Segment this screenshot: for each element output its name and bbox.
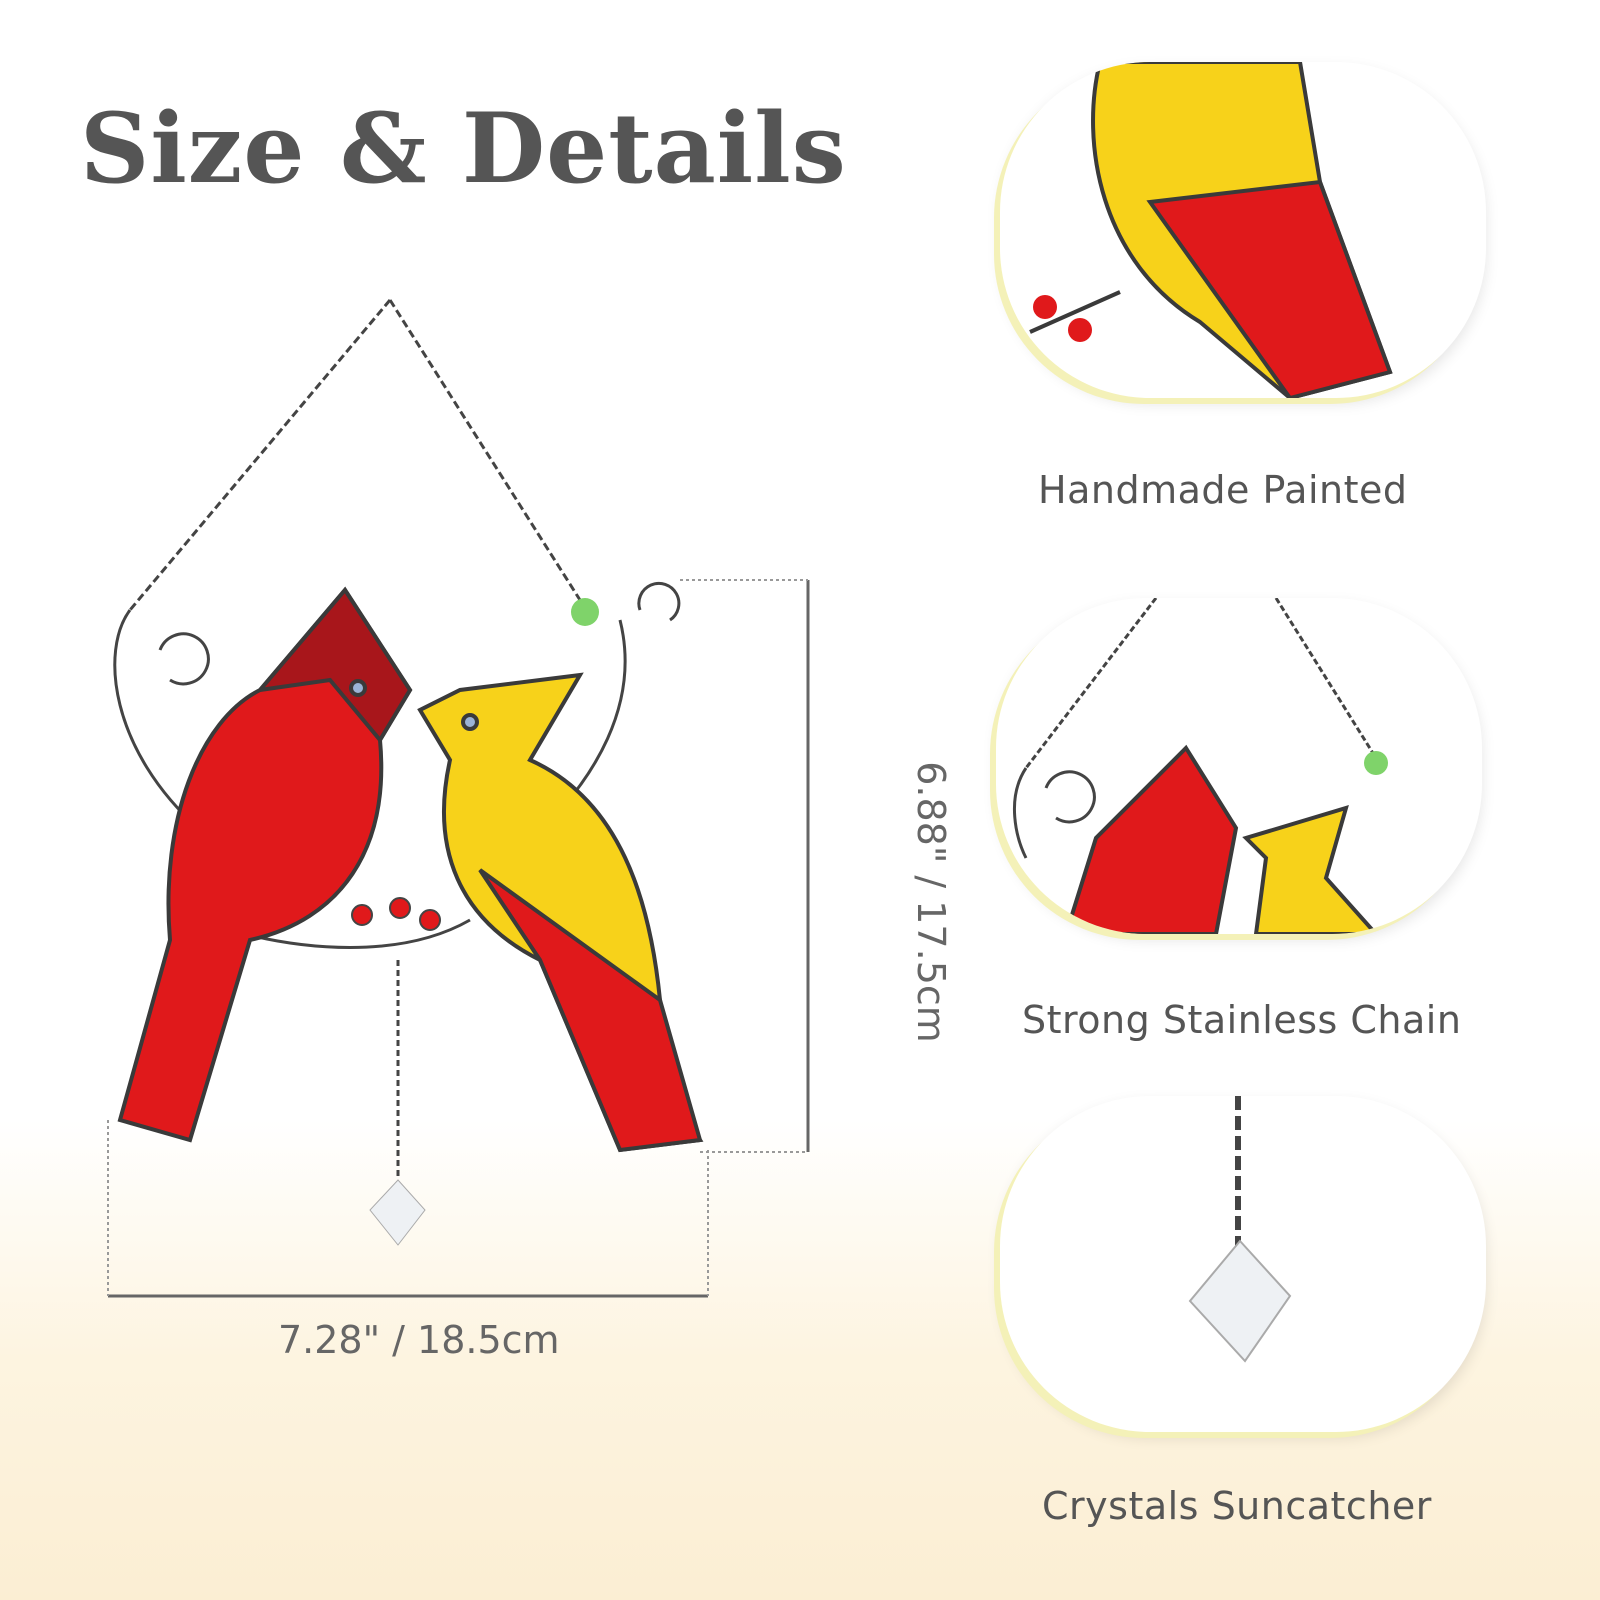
red-cardinal-icon bbox=[117, 586, 413, 1143]
detail-card-painted bbox=[1000, 62, 1486, 398]
crystal-closeup-icon bbox=[1188, 1096, 1292, 1363]
detail-card-chain bbox=[996, 598, 1482, 934]
painted-closeup-icon bbox=[1029, 62, 1393, 398]
feature-label: Crystals Suncatcher bbox=[1042, 1484, 1432, 1528]
crystal-icon bbox=[369, 1179, 426, 1246]
yellow-cardinal-icon bbox=[417, 672, 704, 1153]
chain-icon bbox=[113, 299, 681, 1180]
feature-label: Strong Stainless Chain bbox=[1022, 998, 1462, 1042]
width-dimension: 7.28" / 18.5cm bbox=[278, 1318, 560, 1362]
feature-label: Handmade Painted bbox=[1038, 468, 1408, 512]
detail-card-crystal bbox=[1000, 1096, 1486, 1432]
height-dimension: 6.88" / 17.5cm bbox=[908, 761, 953, 1043]
chain-closeup-icon bbox=[1012, 598, 1388, 934]
product-illustration bbox=[107, 299, 810, 1298]
page-title: Size & Details bbox=[80, 92, 847, 205]
